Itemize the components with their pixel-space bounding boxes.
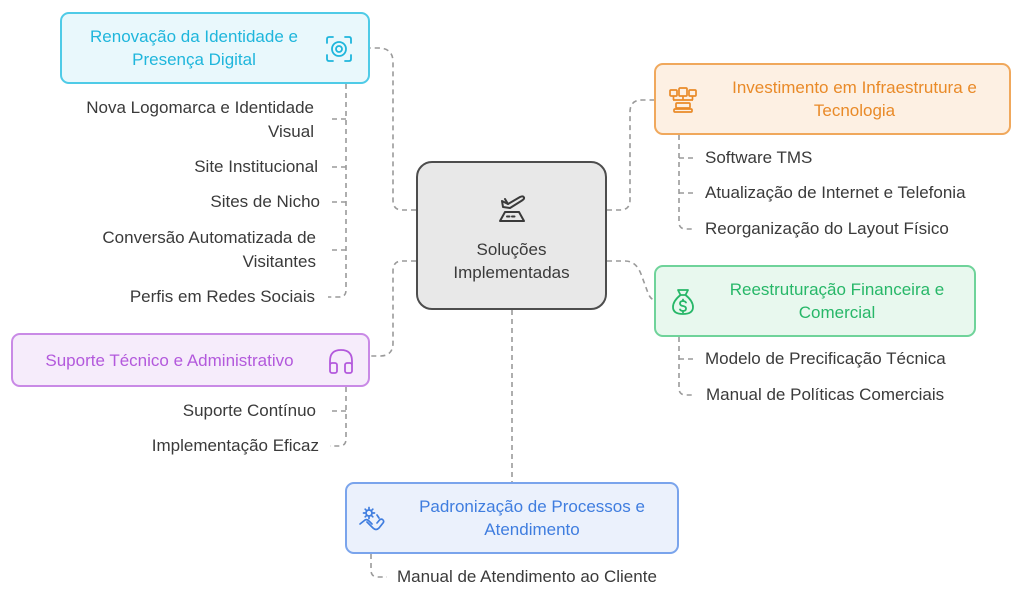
list-item: Perfis em Redes Sociais <box>129 287 315 306</box>
list-item: Reorganização do Layout Físico <box>705 219 949 238</box>
central-node: Soluções Implementadas <box>416 161 607 310</box>
branch-suporte: Suporte Técnico e Administrativo <box>11 333 370 387</box>
list-item: Implementação Eficaz <box>151 436 319 455</box>
identity-target-icon <box>324 34 354 69</box>
airplane-landing-icon <box>492 187 532 232</box>
list-item: Nova Logomarca e Identidade Visual <box>86 98 314 141</box>
list-item: Conversão Automatizada de Visitantes <box>102 228 316 271</box>
branch-infraestrutura: Investimento em Infraestrutura e Tecnolo… <box>654 63 1011 135</box>
branch-title: Padronização de Processos e Atendimento <box>419 497 645 539</box>
branch-identidade-digital: Renovação da Identidade e Presença Digit… <box>60 12 370 84</box>
branch-financeira-comercial: Reestruturação Financeira e Comercial <box>654 265 976 337</box>
money-bag-icon <box>670 287 696 322</box>
list-item: Modelo de Precificação Técnica <box>705 349 946 368</box>
list-item: Sites de Nicho <box>210 192 320 211</box>
branch-title: Investimento em Infraestrutura e Tecnolo… <box>732 78 977 120</box>
list-item: Manual de Atendimento ao Cliente <box>397 567 657 586</box>
list-item: Site Institucional <box>194 157 318 176</box>
headset-icon <box>326 346 356 381</box>
list-item: Software TMS <box>705 148 813 167</box>
branch-title: Suporte Técnico e Administrativo <box>45 350 294 370</box>
list-item: Manual de Políticas Comerciais <box>706 385 945 404</box>
central-node-label: Soluções Implementadas <box>453 240 570 282</box>
branch-title: Reestruturação Financeira e Comercial <box>729 280 945 322</box>
list-item: Atualização de Internet e Telefonia <box>705 183 966 202</box>
branch-padronizacao: Padronização de Processos e Atendimento <box>345 482 679 554</box>
hand-gear-icon <box>357 504 387 539</box>
network-devices-icon <box>668 86 698 119</box>
list-item: Suporte Contínuo <box>182 401 316 420</box>
branch-title: Renovação da Identidade e Presença Digit… <box>90 27 298 69</box>
